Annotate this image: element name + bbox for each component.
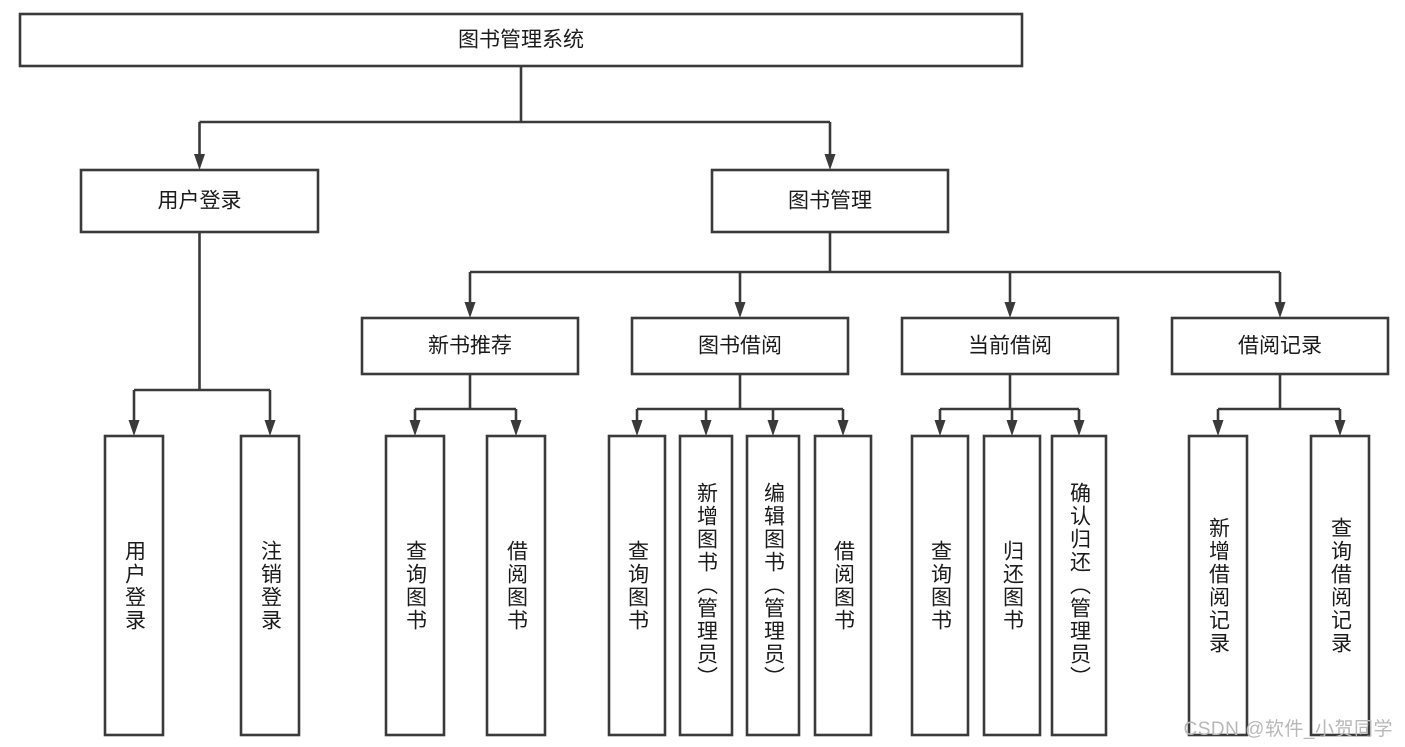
- node-level3-2[interactable]: [900, 316, 1120, 376]
- node-root[interactable]: [18, 12, 1024, 68]
- node-level3-3[interactable]: [1170, 316, 1390, 376]
- node-leaf-12[interactable]: [1309, 434, 1371, 737]
- node-level2-label-0: 用户登录: [158, 190, 242, 213]
- group-2-arrow-2: [767, 420, 779, 436]
- node-leaf-0[interactable]: [103, 434, 165, 737]
- boxes-layer: [18, 12, 1390, 737]
- bookmgmt-to-level3-arrow-0: [464, 302, 476, 318]
- node-level2-1[interactable]: [710, 168, 950, 234]
- group-4-arrow-0: [1212, 420, 1224, 436]
- group-1-arrow-1: [510, 420, 522, 436]
- node-leaf-10[interactable]: [1050, 434, 1108, 737]
- node-level3-label-0: 新书推荐: [428, 335, 512, 358]
- node-leaf-5[interactable]: [678, 434, 734, 737]
- root-to-level2-arrow-0: [194, 154, 205, 170]
- node-leaf-2[interactable]: [384, 434, 446, 737]
- group-1-arrow-0: [409, 420, 421, 436]
- node-leaf-3[interactable]: [485, 434, 547, 737]
- bookmgmt-to-level3-arrow-3: [1274, 302, 1286, 318]
- group-0-arrow-1: [264, 420, 276, 436]
- node-leaf-8[interactable]: [910, 434, 970, 737]
- node-leaf-6[interactable]: [745, 434, 801, 737]
- node-leaf-9[interactable]: [982, 434, 1042, 737]
- node-leaf-4[interactable]: [607, 434, 667, 737]
- watermark-text: CSDN @软件_小贺同学: [1183, 719, 1393, 740]
- node-leaf-1[interactable]: [239, 434, 301, 737]
- node-level3-1[interactable]: [630, 316, 850, 376]
- bookmgmt-to-level3-arrow-1: [734, 302, 746, 318]
- node-level2-label-1: 图书管理: [788, 190, 872, 213]
- group-2-arrow-0: [631, 420, 643, 436]
- group-0-arrow-0: [128, 420, 140, 436]
- group-3-arrow-0: [934, 420, 946, 436]
- connectors-layer: [128, 66, 1346, 436]
- node-level3-label-3: 借阅记录: [1238, 335, 1322, 358]
- node-leaf-11[interactable]: [1187, 434, 1249, 737]
- group-2-arrow-1: [700, 420, 712, 436]
- node-level3-label-1: 图书借阅: [698, 335, 782, 358]
- node-root-label: 图书管理系统: [458, 29, 584, 52]
- root-to-level2-arrow-1: [824, 154, 836, 170]
- group-2-arrow-3: [837, 420, 849, 436]
- node-level3-label-2: 当前借阅: [968, 335, 1052, 358]
- group-3-arrow-1: [1006, 420, 1018, 436]
- node-leaf-7[interactable]: [813, 434, 873, 737]
- group-4-arrow-1: [1334, 420, 1346, 436]
- node-level2-0[interactable]: [79, 168, 320, 234]
- node-level3-0[interactable]: [360, 316, 580, 376]
- bookmgmt-to-level3-arrow-2: [1004, 302, 1016, 318]
- group-3-arrow-2: [1073, 420, 1085, 436]
